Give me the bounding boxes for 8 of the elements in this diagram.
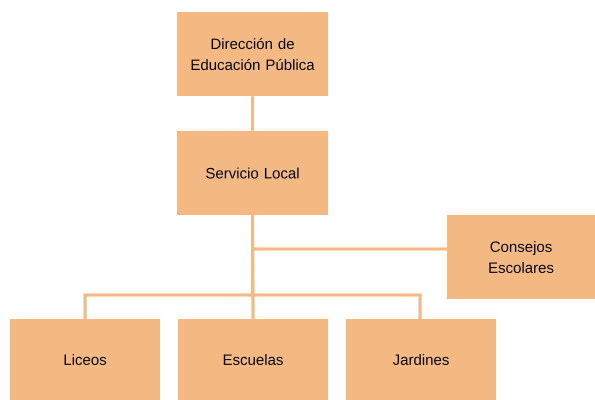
org-box: Consejos Escolares <box>447 215 595 299</box>
org-box: Jardines <box>346 319 496 400</box>
connector-line <box>251 215 422 319</box>
org-box: Dirección de Educación Pública <box>177 12 328 96</box>
connector-line <box>251 96 254 131</box>
org-box: Escuelas <box>178 319 328 400</box>
org-box: Liceos <box>10 319 160 400</box>
org-box: Servicio Local <box>177 131 328 215</box>
